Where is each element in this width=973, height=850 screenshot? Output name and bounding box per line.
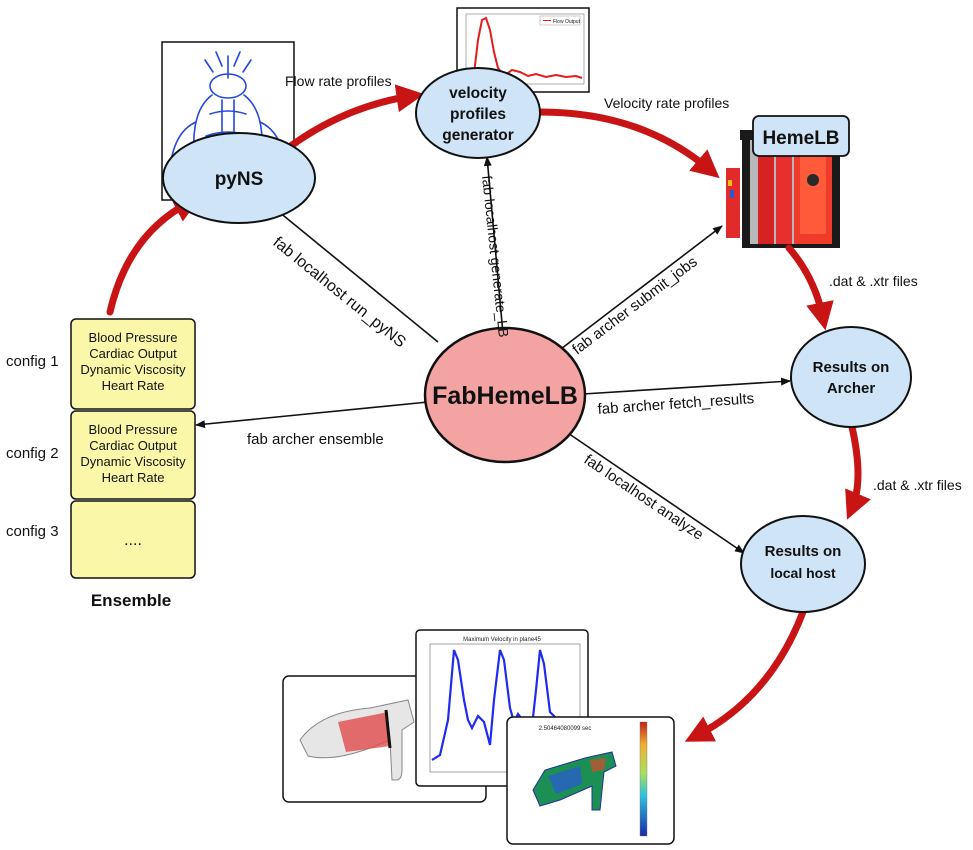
- label-dat-files-2: .dat & .xtr files: [873, 477, 962, 493]
- flow-arrows: [106, 84, 871, 742]
- arrow-run-pyns: [272, 206, 439, 343]
- label-velocity-rate: Velocity rate profiles: [604, 95, 729, 111]
- config-1-line-3: Dynamic Viscosity: [80, 362, 186, 377]
- local-label-2: local host: [770, 565, 836, 581]
- fabhemelb-label: FabHemeLB: [432, 382, 578, 410]
- ensemble-config-2[interactable]: Blood Pressure Cardiac Output Dynamic Vi…: [70, 410, 196, 500]
- label-run-pyns: fab localhost run_pyNS: [269, 234, 408, 351]
- local-label-1: Results on: [765, 543, 842, 560]
- vpg-label-3: generator: [442, 127, 514, 144]
- arrow-local-to-analysis: [684, 608, 807, 742]
- arrow-velocity-to-hemelb: [536, 108, 720, 179]
- config-2-label: config 2: [6, 445, 59, 462]
- config-1-label: config 1: [6, 353, 59, 370]
- vpg-label-2: profiles: [450, 106, 506, 123]
- label-fetch-results: fab archer fetch_results: [597, 390, 755, 418]
- ensemble-config-3[interactable]: ....: [70, 500, 196, 579]
- config-1-line-1: Blood Pressure: [89, 330, 178, 345]
- config-3-line-1: ....: [124, 532, 142, 549]
- arrow-generate-lb: [483, 156, 504, 335]
- archer-label-2: Archer: [827, 380, 876, 397]
- node-pyns[interactable]: pyNS: [162, 132, 316, 224]
- config-2-line-3: Dynamic Viscosity: [80, 454, 186, 469]
- vpg-label-1: velocity: [449, 85, 507, 102]
- config-1-line-2: Cardiac Output: [89, 346, 177, 361]
- arrow-submit-jobs: [556, 225, 723, 353]
- sim-time: 2.50464080099 sec: [539, 726, 592, 732]
- command-arrows: [195, 156, 791, 554]
- ensemble-config-1[interactable]: Blood Pressure Cardiac Output Dynamic Vi…: [70, 318, 196, 410]
- arrow-hemelb-to-archer: [785, 244, 834, 331]
- node-results-archer[interactable]: Results on Archer: [790, 326, 912, 428]
- node-fabhemelb[interactable]: FabHemeLB: [423, 326, 587, 464]
- arrow-archer-to-local: [845, 423, 871, 520]
- label-analyze: fab localhost analyze: [581, 451, 707, 543]
- label-dat-files-1: .dat & .xtr files: [829, 273, 918, 289]
- label-flow-rate: Flow rate profiles: [285, 73, 392, 89]
- archer-label-1: Results on: [813, 359, 890, 376]
- arrow-pyns-to-velocity: [284, 84, 425, 152]
- hemelb-label: HemeLB: [762, 128, 839, 149]
- node-velocity-profiles-generator[interactable]: velocity profiles generator: [415, 67, 541, 159]
- arrow-ensemble-to-pyns: [106, 196, 202, 316]
- node-hemelb[interactable]: HemeLB: [752, 115, 850, 157]
- arrow-analyze: [561, 428, 745, 554]
- config-1-line-4: Heart Rate: [102, 378, 165, 393]
- config-3-label: config 3: [6, 523, 59, 540]
- pyns-label: pyNS: [215, 169, 264, 190]
- arrow-ensemble: [195, 401, 429, 429]
- label-ensemble-cmd: fab archer ensemble: [247, 431, 384, 448]
- label-generate-lb: fab localhost generate_LB: [479, 175, 512, 338]
- label-submit-jobs: fab archer submit_jobs: [569, 253, 700, 358]
- arrow-fetch-results: [582, 377, 791, 395]
- config-2-line-1: Blood Pressure: [89, 422, 178, 437]
- config-2-line-4: Heart Rate: [102, 470, 165, 485]
- node-results-local-host[interactable]: Results on local host: [740, 515, 866, 613]
- velocity-plot-title: Maximum Velocity in plane45: [463, 637, 541, 643]
- ensemble-title: Ensemble: [91, 591, 171, 610]
- flow-legend: Flow Output: [553, 19, 581, 25]
- config-2-line-2: Cardiac Output: [89, 438, 177, 453]
- velocity-field-image: 2.50464080099 sec: [506, 716, 675, 845]
